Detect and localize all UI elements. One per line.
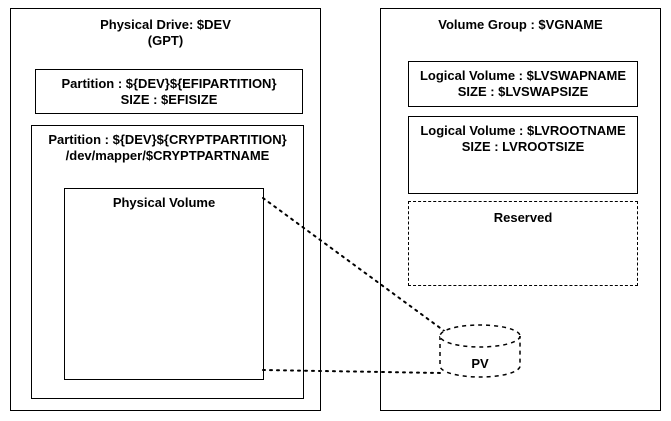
crypt-partition-box: Partition : ${DEV}${CRYPTPARTITION} /dev… (31, 125, 304, 399)
crypt-partition-mapper: /dev/mapper/$CRYPTPARTNAME (65, 148, 270, 163)
physical-drive-box: Physical Drive: $DEV (GPT) Partition : $… (10, 8, 321, 411)
lv-root-box: Logical Volume : $LVROOTNAME SIZE : LVRO… (408, 116, 638, 194)
physical-volume-label: Physical Volume (112, 195, 216, 210)
reserved-box: Reserved (408, 201, 638, 286)
lv-root-size: SIZE : LVROOTSIZE (461, 139, 585, 154)
physical-volume-box: Physical Volume (64, 188, 264, 380)
efi-partition-size: SIZE : $EFISIZE (120, 91, 218, 107)
lv-swap-size: SIZE : $LVSWAPSIZE (457, 84, 589, 99)
lv-root-name: Logical Volume : $LVROOTNAME (420, 123, 626, 138)
efi-partition-name: Partition : ${DEV}${EFIPARTITION} (61, 75, 277, 91)
physical-drive-subtitle: (GPT) (147, 33, 184, 48)
efi-partition-box: Partition : ${DEV}${EFIPARTITION} SIZE :… (35, 69, 303, 114)
lv-swap-name: Logical Volume : $LVSWAPNAME (419, 68, 627, 83)
crypt-partition-name: Partition : ${DEV}${CRYPTPARTITION} (48, 132, 287, 147)
reserved-label: Reserved (493, 210, 553, 225)
volume-group-box: Volume Group : $VGNAME Logical Volume : … (380, 8, 661, 411)
volume-group-title: Volume Group : $VGNAME (438, 17, 603, 32)
physical-drive-title: Physical Drive: $DEV (100, 17, 231, 32)
lv-swap-box: Logical Volume : $LVSWAPNAME SIZE : $LVS… (408, 61, 638, 107)
